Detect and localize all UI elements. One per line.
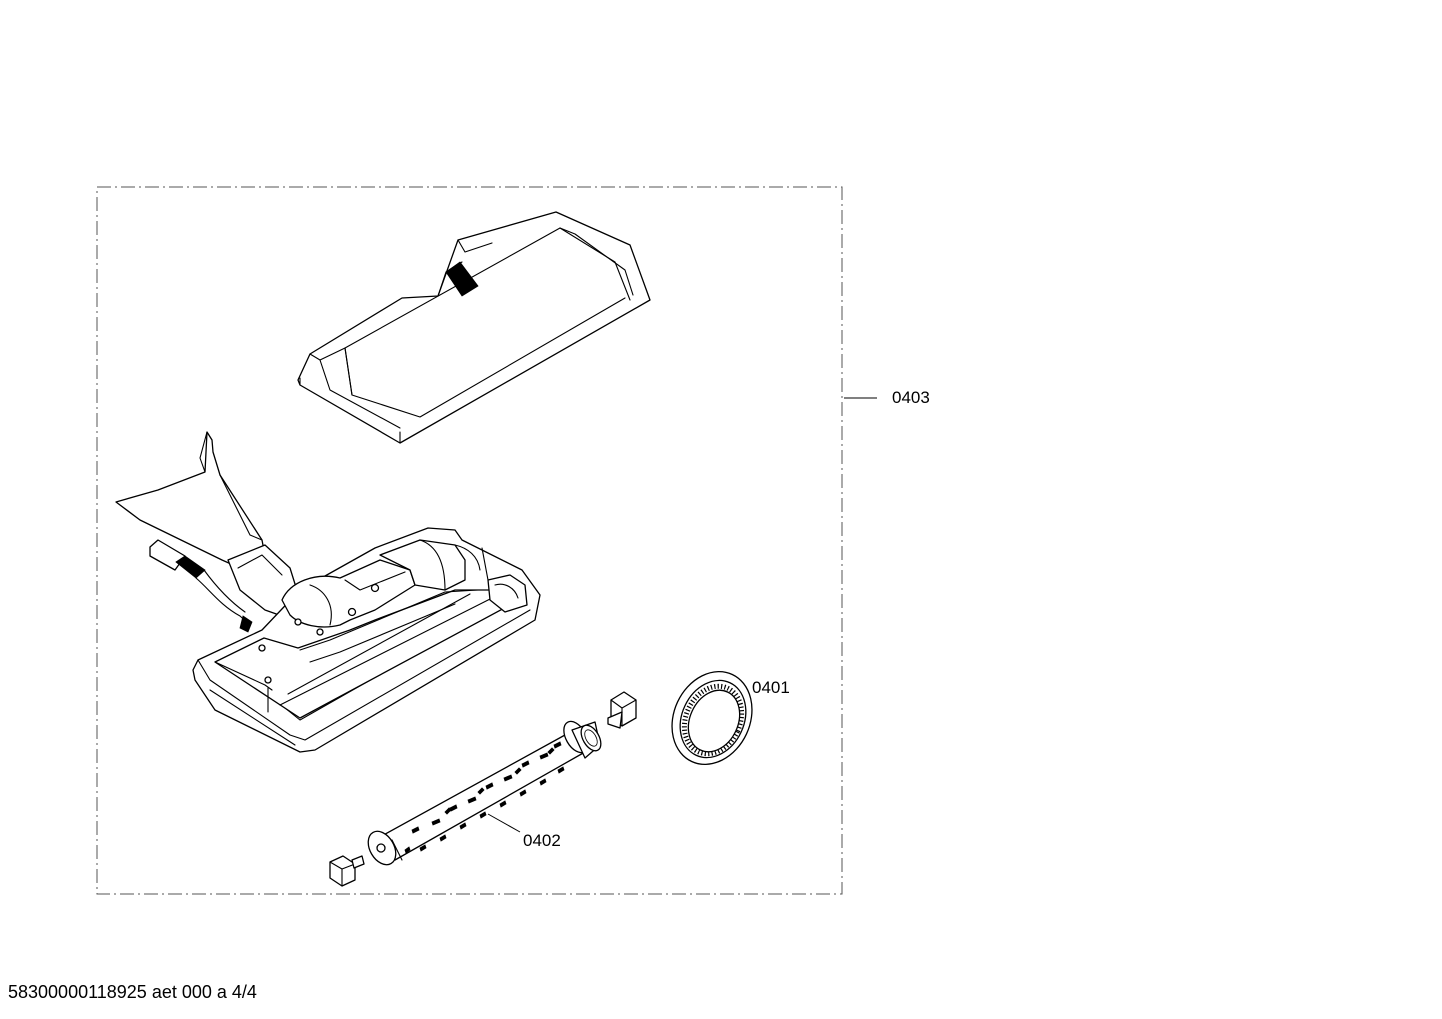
nozzle-base	[115, 431, 541, 753]
brush-roller	[367, 720, 602, 866]
part-label-0402: 0402	[523, 831, 561, 850]
assembly-frame	[96, 186, 843, 895]
document-footer-id: 58300000118925 aet 000 a 4/4	[8, 982, 257, 1002]
nozzle-cover	[297, 211, 651, 444]
drive-belt	[671, 670, 753, 766]
leader-line-0402	[487, 813, 521, 833]
end-cap-right	[607, 691, 637, 729]
brush-bristles	[404, 741, 565, 854]
part-label-0401: 0401	[752, 678, 790, 697]
end-cap-left	[329, 855, 365, 887]
part-label-0403: 0403	[892, 388, 930, 407]
